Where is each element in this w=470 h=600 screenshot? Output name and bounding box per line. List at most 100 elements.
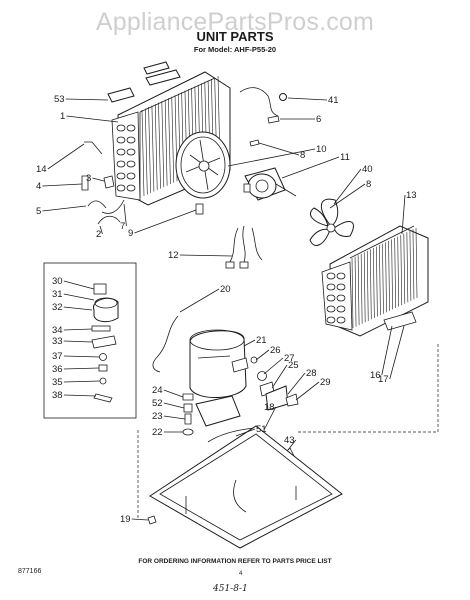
callout-7: 7 xyxy=(120,221,125,232)
part-40-fan-blade xyxy=(309,198,354,246)
callout-18: 18 xyxy=(264,402,275,413)
part-7-drain-tube xyxy=(101,199,125,214)
part-9-clip xyxy=(195,203,204,215)
callout-leader-17 xyxy=(389,325,405,380)
callout-24: 24 xyxy=(152,385,163,396)
ordering-info-footer: FOR ORDERING INFORMATION REFER TO PARTS … xyxy=(138,558,332,565)
callout-14: 14 xyxy=(36,164,47,175)
callout-leader-19 xyxy=(131,518,149,521)
part-53-brackets xyxy=(107,61,181,103)
callout-leader-8 xyxy=(329,183,366,209)
part-41-tube xyxy=(239,87,279,117)
callout-13: 13 xyxy=(406,190,417,201)
callout-leader-5 xyxy=(42,205,87,212)
callout-19: 19 xyxy=(120,514,131,525)
callout-11: 11 xyxy=(340,152,350,163)
callout-leader-53 xyxy=(65,98,109,101)
callout-leader-40 xyxy=(333,168,362,205)
callout-2: 2 xyxy=(96,229,101,240)
part-10-blower-wheel xyxy=(175,131,231,199)
part-6-screw xyxy=(267,115,280,124)
model-subtitle: For Model: AHF-P55-20 xyxy=(193,45,277,54)
part-11-motor xyxy=(243,167,297,201)
part-36-spacer xyxy=(98,364,108,372)
compressor-mounting-plate xyxy=(195,395,241,427)
callout-leader-35 xyxy=(63,380,101,383)
part-18-base-pan xyxy=(149,425,343,549)
part-3-coupling xyxy=(103,175,115,189)
callout-leader-32 xyxy=(63,306,93,311)
callout-leader-29 xyxy=(295,381,320,401)
part-2-tube xyxy=(97,215,121,225)
callout-53: 53 xyxy=(54,94,65,105)
callout-leader-3 xyxy=(92,177,105,182)
callout-leader-30 xyxy=(63,280,95,290)
callout-12: 12 xyxy=(168,250,179,261)
handwritten-note: 451-8-1 xyxy=(213,584,248,594)
part-41-grommet xyxy=(279,93,287,101)
callout-22: 22 xyxy=(152,427,163,438)
callout-51: 51 xyxy=(256,424,267,435)
callout-25: 25 xyxy=(288,360,299,371)
callout-36: 36 xyxy=(52,364,63,375)
callout-leader-14 xyxy=(47,143,85,170)
part-16-17-bracket xyxy=(383,311,417,331)
part-34-strap xyxy=(91,325,111,332)
callout-8: 8 xyxy=(366,179,371,190)
callout-5: 5 xyxy=(36,206,41,217)
callout-30: 30 xyxy=(52,276,63,287)
part-8-screw xyxy=(249,139,260,147)
dashed-reference-line-base xyxy=(298,344,439,433)
part-30-31-32-capacitor xyxy=(93,283,119,323)
callout-38: 38 xyxy=(52,390,63,401)
callout-leader-9 xyxy=(134,209,197,234)
part-20-wire xyxy=(152,315,179,373)
callout-37: 37 xyxy=(52,351,63,362)
part-29-clip xyxy=(285,393,299,407)
part-23-spacer xyxy=(184,413,192,425)
callout-leader-21 xyxy=(243,339,256,347)
callout-4: 4 xyxy=(36,181,41,192)
callout-leader-36 xyxy=(63,367,100,370)
callout-leader-51 xyxy=(235,428,256,437)
document-number: 877166 xyxy=(18,568,42,575)
callout-leader-10 xyxy=(227,148,316,167)
callout-leader-8 xyxy=(258,142,300,156)
callout-leader-4 xyxy=(42,183,83,187)
part-14-hook xyxy=(84,141,103,155)
part-13-condenser-coil xyxy=(321,225,429,337)
callout-32: 32 xyxy=(52,302,63,313)
callout-10: 10 xyxy=(316,144,327,155)
electrical-parts-inset-frame xyxy=(43,262,137,419)
part-24-nut xyxy=(182,393,194,401)
callout-leader-16 xyxy=(381,325,393,376)
callout-leader-23 xyxy=(163,415,186,420)
part-26-terminal xyxy=(250,356,258,364)
part-21-compressor xyxy=(189,329,249,399)
callout-leader-27 xyxy=(263,357,284,375)
callout-1: 1 xyxy=(60,111,65,122)
callout-34: 34 xyxy=(52,325,63,336)
callout-leader-20 xyxy=(179,288,220,313)
page-number: 4 xyxy=(239,571,243,577)
callout-leader-34 xyxy=(63,328,93,331)
callout-leader-28 xyxy=(287,372,306,395)
part-33-bracket xyxy=(91,335,117,349)
callout-leader-38 xyxy=(63,394,97,397)
part-12-wiring-harness xyxy=(225,225,263,269)
callout-8: 8 xyxy=(300,150,305,161)
callout-21: 21 xyxy=(256,335,267,346)
callout-9: 9 xyxy=(128,228,133,239)
callout-29: 29 xyxy=(320,377,331,388)
part-22-mount xyxy=(182,428,194,436)
callout-33: 33 xyxy=(52,336,63,347)
page-title: UNIT PARTS xyxy=(196,29,274,44)
callout-leader-18 xyxy=(263,406,277,431)
callout-41: 41 xyxy=(328,95,339,106)
callout-leader-7 xyxy=(123,203,127,227)
callout-leader-12 xyxy=(179,254,233,257)
part-19-screw xyxy=(147,515,157,525)
callout-27: 27 xyxy=(284,353,295,364)
